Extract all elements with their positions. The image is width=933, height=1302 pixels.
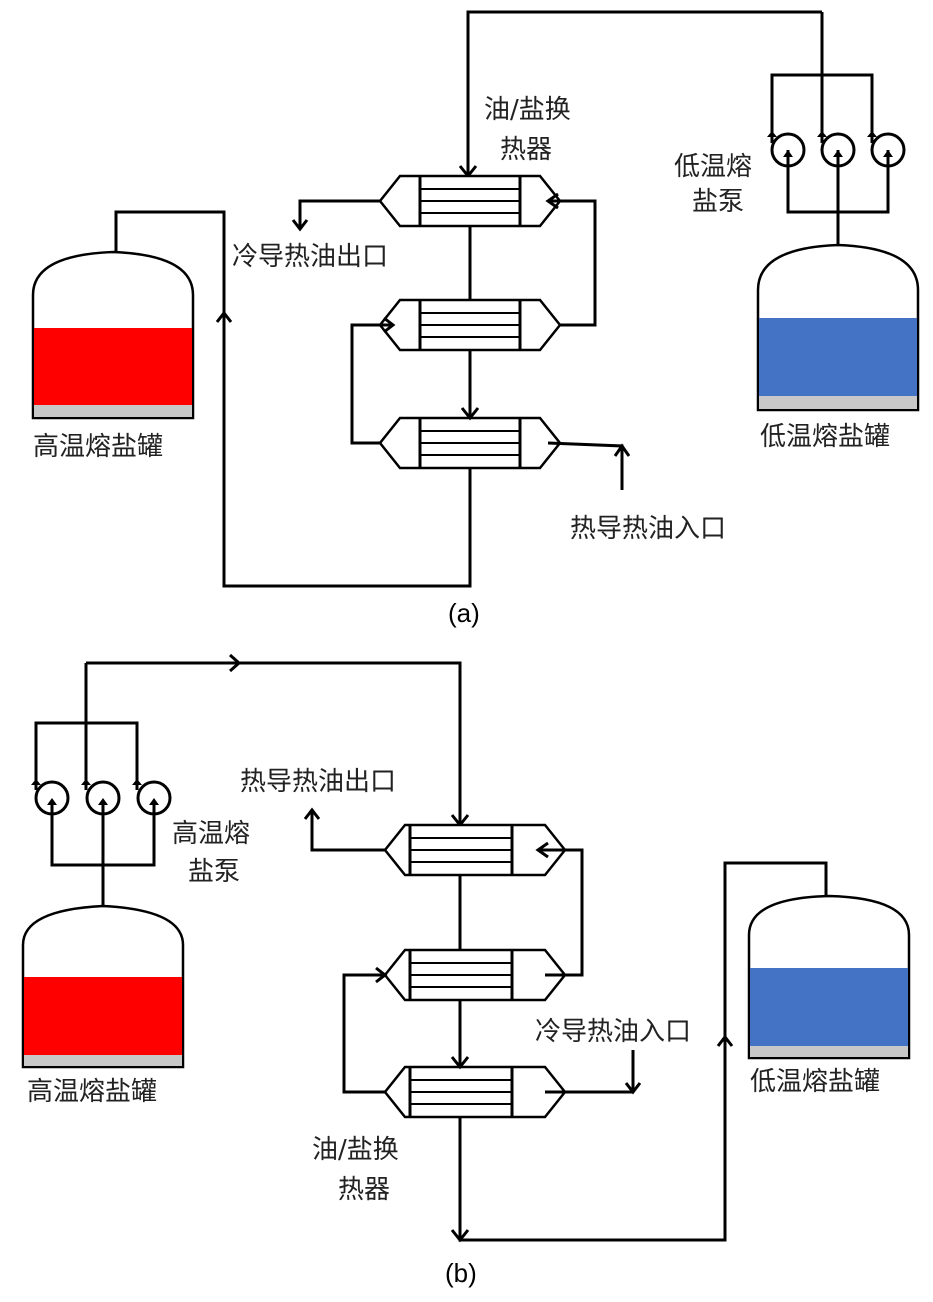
pump-label-a-line2: 盐泵	[692, 187, 744, 217]
cold-salt-level-b	[750, 968, 908, 1046]
heat-exchanger-a2	[378, 298, 562, 352]
sediment-a-hot	[34, 405, 192, 417]
panel-b: 高温熔盐罐 低温熔盐罐 高温熔 盐泵	[21, 653, 911, 1288]
hot-salt-pumps-b	[31, 663, 172, 906]
pump-label-a-line1: 低温熔	[674, 152, 752, 182]
oil-inlet-label-a: 热导热油入口	[570, 514, 726, 544]
sediment-b-cold	[750, 1046, 908, 1057]
caption-b: (b)	[445, 1258, 477, 1288]
hx-label-a-line1: 油/盐换	[484, 95, 571, 125]
heat-exchanger-b2	[383, 948, 567, 1002]
sediment-a-cold	[759, 396, 917, 409]
caption-a: (a)	[448, 598, 480, 628]
cold-salt-pumps-a	[767, 12, 906, 245]
heat-exchanger-a1	[378, 174, 562, 228]
hx-label-a-line2: 热器	[500, 135, 552, 165]
oil-outlet-label-b: 热导热油出口	[240, 767, 396, 797]
cold-salt-tank-b	[747, 894, 911, 1060]
cold-salt-level-a	[759, 318, 917, 396]
heat-exchanger-b3	[383, 1065, 567, 1119]
sediment-b-hot	[24, 1055, 182, 1066]
oil-inlet-label-b: 冷导热油入口	[535, 1017, 691, 1047]
hx-label-b-line2: 热器	[338, 1175, 390, 1205]
heat-exchanger-b1	[383, 823, 567, 877]
hot-salt-tank-b	[21, 904, 185, 1069]
cold-tank-label-b: 低温熔盐罐	[750, 1067, 880, 1097]
pump-label-b-line1: 高温熔	[172, 819, 250, 849]
hot-salt-tank-a	[31, 250, 195, 420]
hot-salt-level-a	[34, 328, 192, 405]
panel-a: 高温熔盐罐 低温熔盐罐 低温熔 盐泵	[31, 10, 920, 628]
cold-salt-tank-a	[756, 243, 920, 412]
oil-outlet-label-a: 冷导热油出口	[232, 242, 388, 272]
pump-label-b-line2: 盐泵	[188, 857, 240, 887]
heat-exchanger-a3	[378, 416, 562, 470]
hot-salt-level-b	[24, 977, 182, 1055]
hot-tank-label-a: 高温熔盐罐	[33, 432, 163, 462]
hx-label-b-line1: 油/盐换	[312, 1135, 399, 1165]
hot-tank-label-b: 高温熔盐罐	[27, 1077, 157, 1107]
cold-tank-label-a: 低温熔盐罐	[760, 422, 890, 452]
